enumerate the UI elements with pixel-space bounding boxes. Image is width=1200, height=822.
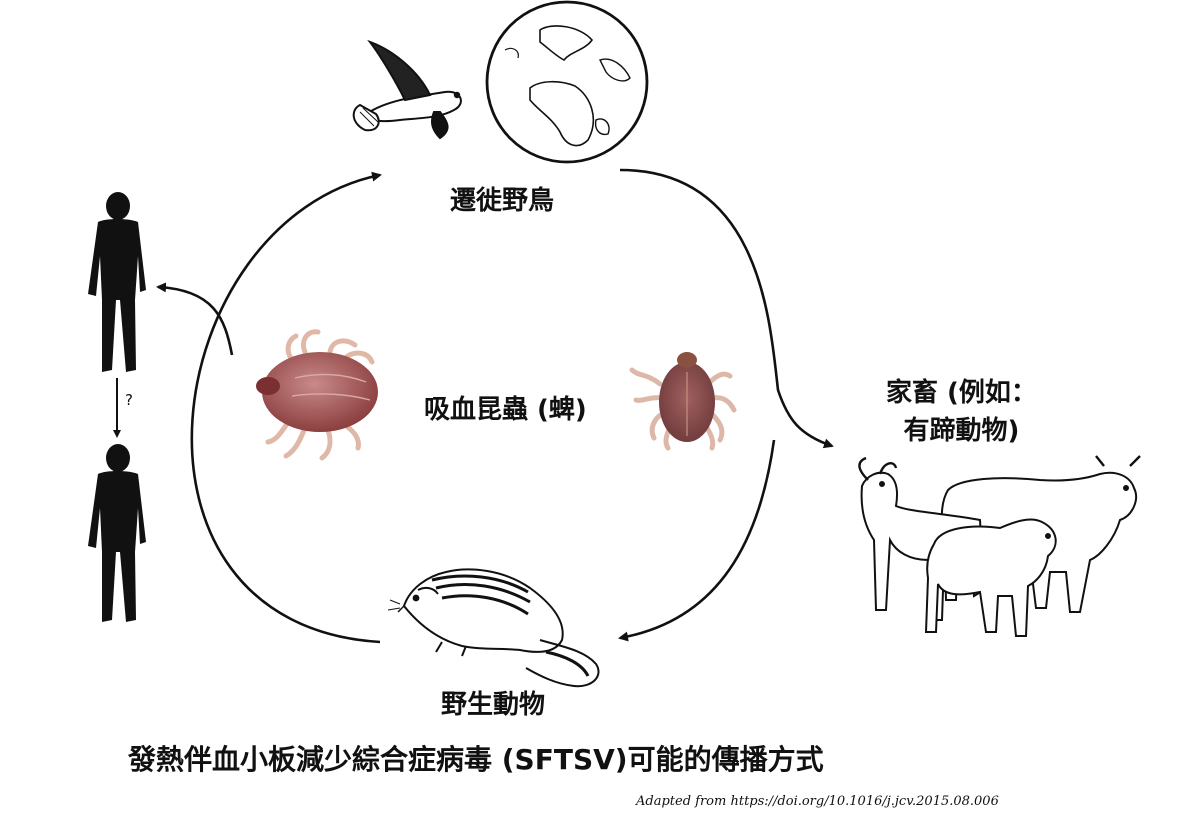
livestock-icon bbox=[858, 455, 1141, 637]
tick-icon-left bbox=[256, 329, 378, 461]
diagram-title: 發熱伴血小板減少綜合症病毒 (SFTSV)可能的傳播方式 bbox=[128, 743, 824, 776]
label-uncertain-transmission: ? bbox=[125, 391, 133, 409]
human-icon-upper bbox=[88, 192, 146, 372]
goat-icon bbox=[860, 471, 986, 621]
arrow-wild-to-birds bbox=[190, 171, 382, 644]
label-wild-animals: 野生動物 bbox=[441, 690, 546, 720]
human-icon-lower bbox=[88, 444, 146, 622]
sheep-icon bbox=[924, 518, 1057, 637]
bird-icon bbox=[352, 39, 462, 140]
label-migratory-birds: 遷徙野鳥 bbox=[450, 186, 555, 216]
cycle-arrows bbox=[156, 168, 834, 644]
label-blood-sucking-insects: 吸血昆蟲 (蜱) bbox=[424, 395, 587, 425]
chipmunk-icon bbox=[387, 568, 600, 688]
arrow-livestock-to-wild bbox=[618, 439, 776, 642]
tick-icon-right bbox=[629, 352, 737, 451]
label-livestock-line2: 有蹄動物) bbox=[903, 416, 1020, 446]
arrow-birds-to-livestock bbox=[619, 168, 834, 449]
label-livestock: 家畜 (例如： 有蹄動物) bbox=[886, 374, 1037, 450]
arrow-tick-to-human bbox=[156, 282, 234, 356]
globe-icon bbox=[485, 0, 649, 164]
source-citation: Adapted from https://doi.org/10.1016/j.j… bbox=[636, 794, 999, 809]
label-livestock-line1: 家畜 (例如： bbox=[886, 378, 1037, 408]
